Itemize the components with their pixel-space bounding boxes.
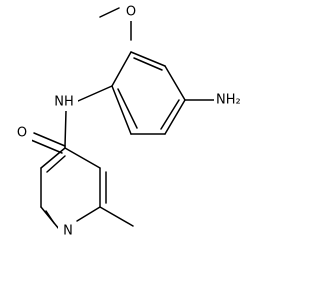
bond-pyr-f-double <box>46 155 66 173</box>
bond-aryl-nh <box>77 85 113 102</box>
bond-pyr-d-double <box>45 210 55 224</box>
amino-group-label: NH₂ <box>216 93 241 108</box>
bond-methyl-o <box>99 7 120 18</box>
bond-ring1-b <box>130 51 166 67</box>
bond-carbonyl <box>33 132 66 147</box>
atom-labels: O NH NH₂ O N <box>12 3 250 240</box>
bond-pyr-a <box>64 147 101 169</box>
bond-pyr-methyl <box>99 206 134 227</box>
bond-ring1-b-double <box>133 57 163 71</box>
bond-carbonyl-double <box>30 139 63 154</box>
bond-ring1-f <box>111 85 132 135</box>
methoxy-oxygen-label: O <box>126 5 136 20</box>
pyridine-nitrogen-label: N <box>63 224 73 239</box>
bond-ring1-f-double <box>117 88 138 129</box>
bond-pyr-c <box>76 206 101 222</box>
chemical-structure: O NH NH₂ O N <box>12 3 250 240</box>
bond-ring1-a <box>111 51 132 87</box>
bond-pyr-f <box>40 147 66 169</box>
amide-nh-label: NH <box>54 95 74 110</box>
bond-nh-carbonyl <box>64 110 67 147</box>
carbonyl-oxygen-label: O <box>17 126 27 141</box>
bond-ring1-d-double <box>160 99 180 130</box>
bond-ring1-c <box>164 65 186 101</box>
bond-ring1-d <box>164 99 186 135</box>
bonds <box>30 7 217 230</box>
